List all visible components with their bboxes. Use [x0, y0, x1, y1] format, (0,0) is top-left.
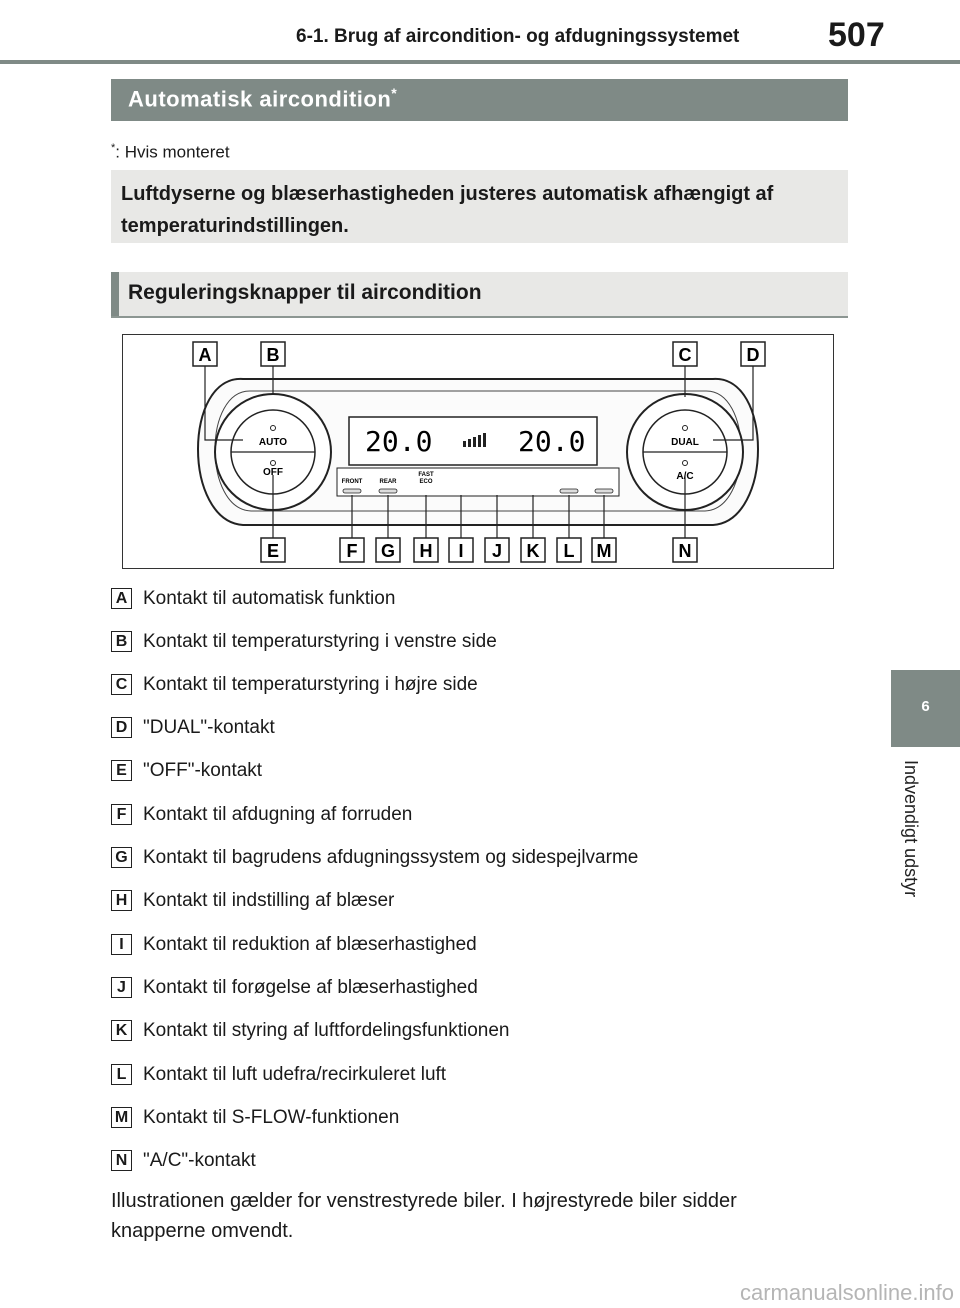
- chapter-tab-label: Indvendigt udstyr: [895, 760, 925, 930]
- legend-badge: L: [111, 1064, 132, 1085]
- chapter-tab-number: 6: [921, 698, 930, 715]
- section-title: Automatisk aircondition: [128, 86, 392, 112]
- svg-text:F: F: [347, 541, 358, 561]
- legend-text: "A/C"-kontakt: [143, 1150, 256, 1171]
- callout-h: H: [413, 537, 439, 563]
- svg-text:J: J: [492, 541, 502, 561]
- svg-text:I: I: [458, 541, 463, 561]
- legend-badge: A: [111, 588, 132, 609]
- legend-text: Kontakt til bagrudens afdugningssystem o…: [143, 847, 639, 868]
- legend-text: Kontakt til automatisk funktion: [143, 588, 396, 609]
- header-divider: [0, 60, 960, 64]
- svg-text:D: D: [747, 345, 760, 365]
- left-temp-readout: 20.0: [365, 425, 432, 458]
- svg-text:A: A: [199, 345, 212, 365]
- footnote-text: : Hvis monteret: [115, 142, 230, 162]
- legend-badge: C: [111, 674, 132, 695]
- svg-text:E: E: [267, 541, 279, 561]
- callout-g: G: [375, 537, 401, 563]
- callout-j: J: [484, 537, 510, 563]
- callout-m: M: [591, 537, 617, 563]
- legend-text: Kontakt til styring af luftfordelingsfun…: [143, 1020, 510, 1041]
- watermark: carmanualsonline.info: [739, 1280, 954, 1305]
- legend-badge: D: [111, 717, 132, 738]
- dual-label: DUAL: [671, 437, 699, 448]
- callout-n: N: [672, 537, 698, 563]
- legend-text: Kontakt til S-FLOW-funktionen: [143, 1107, 400, 1128]
- legend-text: Kontakt til luft udefra/recirkuleret luf…: [143, 1064, 447, 1085]
- svg-text:N: N: [679, 541, 692, 561]
- svg-text:K: K: [527, 541, 540, 561]
- section-heading: Automatisk aircondition*: [111, 79, 848, 121]
- legend-badge: I: [111, 934, 132, 955]
- legend-text: Kontakt til forøgelse af blæserhastighed: [143, 977, 478, 998]
- callout-f: F: [339, 537, 365, 563]
- eco-label: ECO: [419, 479, 432, 485]
- chapter-tab: 6: [891, 670, 960, 747]
- subsection-title: Reguleringsknapper til aircondition: [128, 281, 482, 304]
- off-label: OFF: [263, 467, 283, 478]
- rear-label: REAR: [379, 479, 397, 485]
- callout-k: K: [520, 537, 546, 563]
- legend-text: "OFF"-kontakt: [143, 760, 263, 781]
- chapter-tab-label-text: Indvendigt udstyr: [901, 760, 921, 898]
- legend-badge: J: [111, 977, 132, 998]
- top-leader-lines: [204, 364, 754, 441]
- svg-text:G: G: [381, 541, 395, 561]
- intro-text: Luftdyserne og blæserhastigheden justere…: [121, 183, 774, 237]
- legend-text: Kontakt til indstilling af blæser: [143, 890, 395, 911]
- bottom-leader-lines: [272, 475, 686, 539]
- chapter-title: 6-1. Brug af aircondition- og afdugnings…: [296, 26, 740, 47]
- legend-text: "DUAL"-kontakt: [143, 717, 275, 738]
- fast-label: FAST: [418, 472, 434, 478]
- illustration-note: Illustrationen gælder for venstrestyrede…: [111, 1190, 737, 1242]
- svg-text:B: B: [267, 345, 280, 365]
- footnote: *: Hvis monteret: [111, 142, 230, 163]
- auto-label: AUTO: [259, 437, 287, 448]
- callout-l: L: [556, 537, 582, 563]
- callout-d: D: [740, 341, 766, 367]
- legend-text: Kontakt til temperaturstyring i venstre …: [143, 631, 497, 652]
- svg-text:M: M: [597, 541, 612, 561]
- callout-c: C: [672, 341, 698, 367]
- subsection-heading: Reguleringsknapper til aircondition: [111, 272, 848, 318]
- left-temperature-knob: AUTO OFF: [214, 393, 332, 511]
- legend-badge: N: [111, 1150, 132, 1171]
- svg-text:H: H: [420, 541, 433, 561]
- control-panel-figure: AUTO OFF DUAL A/C 20.0 20.0 FRON: [122, 334, 834, 569]
- legend-text: Kontakt til reduktion af blæserhastighed: [143, 934, 477, 955]
- climate-display: 20.0 20.0: [348, 416, 598, 466]
- footnote-mark: *: [111, 142, 116, 154]
- callout-a: A: [192, 341, 218, 367]
- svg-text:C: C: [679, 345, 692, 365]
- intro-box: Luftdyserne og blæserhastigheden justere…: [111, 170, 848, 243]
- legend-badge: E: [111, 760, 132, 781]
- page-number: 507: [828, 16, 885, 54]
- callout-e: E: [260, 537, 286, 563]
- callout-i: I: [448, 537, 474, 563]
- legend-badge: G: [111, 847, 132, 868]
- subsection-accent: [111, 272, 119, 316]
- legend-badge: B: [111, 631, 132, 652]
- front-label: FRONT: [342, 479, 363, 485]
- callout-b: B: [260, 341, 286, 367]
- legend-text: Kontakt til temperaturstyring i højre si…: [143, 674, 478, 695]
- section-title-mark: *: [391, 85, 398, 101]
- legend-text: Kontakt til afdugning af forruden: [143, 804, 413, 825]
- svg-text:L: L: [564, 541, 575, 561]
- legend-badge: K: [111, 1020, 132, 1041]
- legend-badge: M: [111, 1107, 132, 1128]
- legend-badge: F: [111, 804, 132, 825]
- legend-badge: H: [111, 890, 132, 911]
- button-row: FRONT REAR FAST ECO: [336, 467, 620, 497]
- right-temp-readout: 20.0: [518, 425, 585, 458]
